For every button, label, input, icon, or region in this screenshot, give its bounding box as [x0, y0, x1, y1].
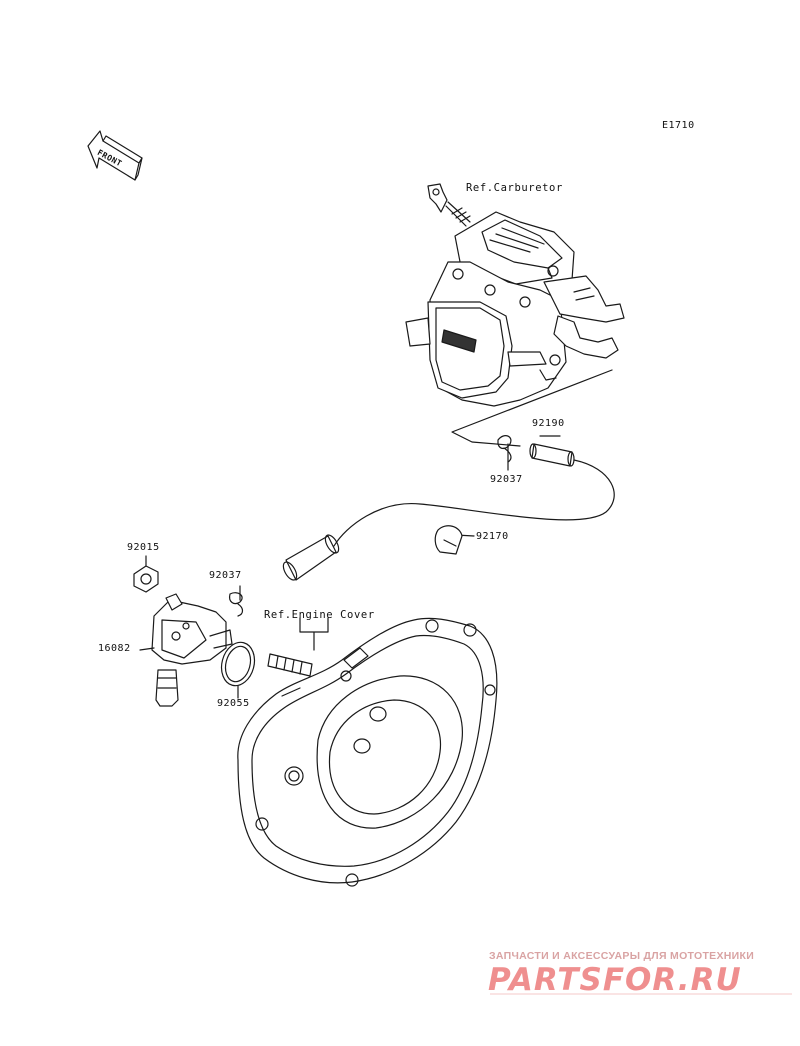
clip-92037-top-icon [497, 435, 512, 471]
ref-carburetor-label: Ref.Carburetor [466, 182, 563, 194]
part-label-92037-top: 92037 [490, 474, 523, 485]
part-label-16082: 16082 [98, 643, 131, 654]
diagram-code: E1710 [662, 120, 695, 131]
part-label-92015: 92015 [127, 542, 160, 553]
clip-92037-mid-icon [229, 585, 244, 617]
engine-cover [237, 617, 498, 887]
watermark-logo: PARTSFOR.RU [488, 962, 742, 998]
hose-sleeve-icon [282, 534, 340, 581]
part-label-92037-mid: 92037 [209, 570, 242, 581]
front-arrow-icon [87, 130, 143, 181]
watermark-tagline: ЗАПЧАСТИ И АКСЕССУАРЫ ДЛЯ МОТОТЕХНИКИ [489, 950, 755, 962]
clamp-92170-icon [434, 525, 463, 555]
hose-92190-icon [529, 443, 575, 467]
fuel-hose [333, 459, 615, 547]
part-label-92170: 92170 [476, 531, 509, 542]
ref-engine-cover-label: Ref.Engine Cover [264, 609, 375, 621]
o-ring-92055-icon [220, 641, 256, 699]
part-label-92055: 92055 [217, 698, 250, 709]
fuel-pump-16082 [139, 593, 233, 707]
stud-icon [267, 653, 313, 677]
carburetor-ref-bracket [451, 369, 613, 447]
part-label-92190: 92190 [532, 418, 565, 429]
nut-92015-icon [133, 555, 159, 593]
carburetor-assembly [405, 183, 625, 407]
engine-cover-ref-bracket [299, 617, 329, 651]
